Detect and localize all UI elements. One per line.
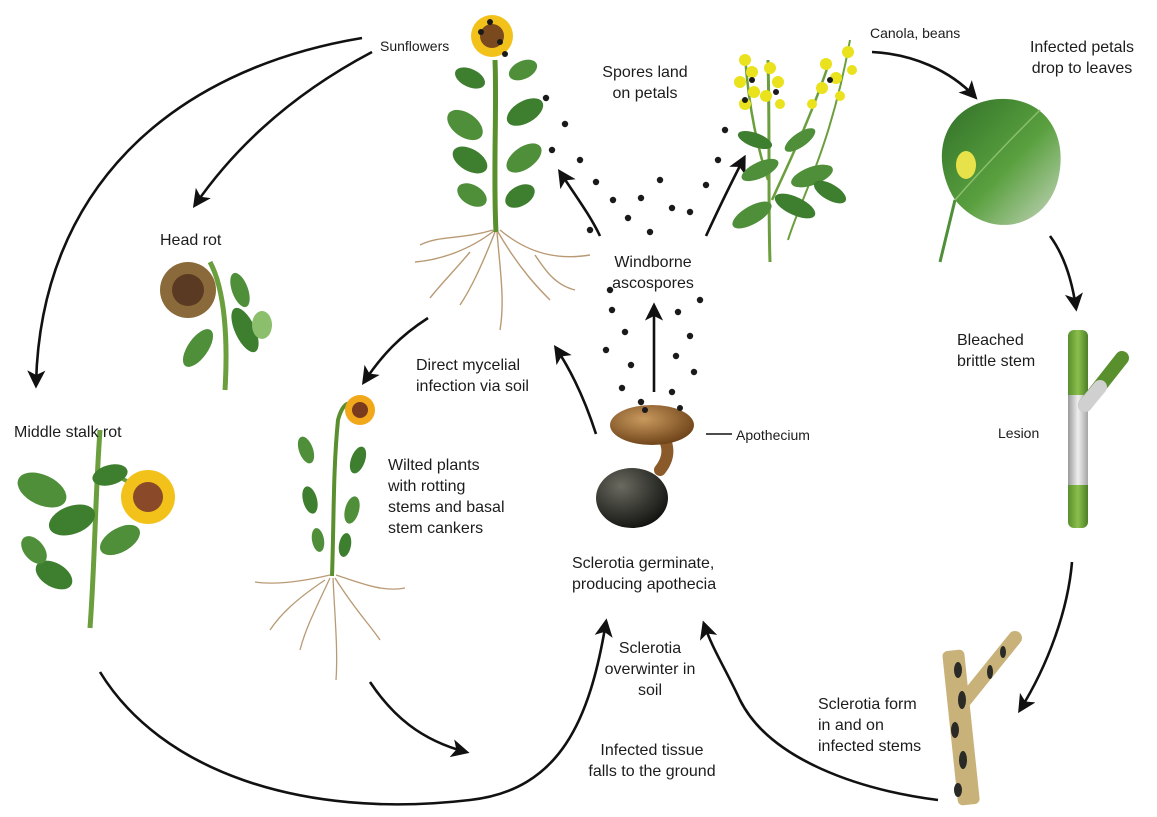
label-infected-petals: Infected petals drop to leaves: [1008, 37, 1156, 79]
arrow-stem-to-sclerotia-form: [1020, 562, 1072, 710]
arrow-sunflowers-to-head-rot: [195, 52, 372, 205]
label-sclerotia-overwinter: Sclerotia overwinter in soil: [590, 638, 710, 701]
arrow-leaf-to-stem: [1050, 236, 1076, 308]
arrow-apothecia-to-soil-infection: [556, 348, 596, 434]
label-head-rot: Head rot: [160, 230, 221, 251]
middle-stalk-rot-plant-icon: [12, 430, 175, 628]
label-sclerotia-germinate: Sclerotia germinate, producing apothecia: [572, 553, 716, 595]
bleached-stem-icon: [1068, 330, 1122, 528]
label-apothecium: Apothecium: [736, 426, 810, 444]
label-bleached-stem: Bleached brittle stem: [957, 330, 1035, 372]
label-sunflowers: Sunflowers: [380, 37, 449, 55]
label-lesion: Lesion: [998, 424, 1039, 442]
head-rot-plant-icon: [160, 262, 272, 390]
label-sclerotia-form: Sclerotia form in and on infected stems: [818, 694, 921, 757]
apothecium-sclerotium-icon: [596, 405, 732, 528]
label-middle-stalk-rot: Middle stalk rot: [14, 422, 122, 443]
label-spores-land: Spores land on petals: [590, 62, 700, 104]
sclerotia-infected-stem-icon: [942, 638, 1015, 806]
arrow-wilted-to-ground: [370, 682, 466, 752]
wilted-plant-icon: [255, 395, 405, 680]
cycle-arrows: [36, 38, 1076, 804]
arrow-canola-to-leaf: [872, 52, 975, 97]
label-direct-mycelial: Direct mycelial infection via soil: [416, 355, 529, 397]
arrow-middle-stalk-rot-to-soil: [100, 622, 606, 804]
ascospore-dots: [543, 95, 728, 405]
label-wilted-plants: Wilted plants with rotting stems and bas…: [388, 455, 505, 539]
sunflower-plant-icon: [415, 15, 590, 330]
label-windborne-ascospores: Windborne ascospores: [598, 252, 708, 294]
label-infected-tissue: Infected tissue falls to the ground: [576, 740, 728, 782]
label-canola-beans: Canola, beans: [870, 24, 960, 42]
infected-leaf-icon: [940, 99, 1061, 262]
canola-plant-icon: [728, 40, 857, 262]
